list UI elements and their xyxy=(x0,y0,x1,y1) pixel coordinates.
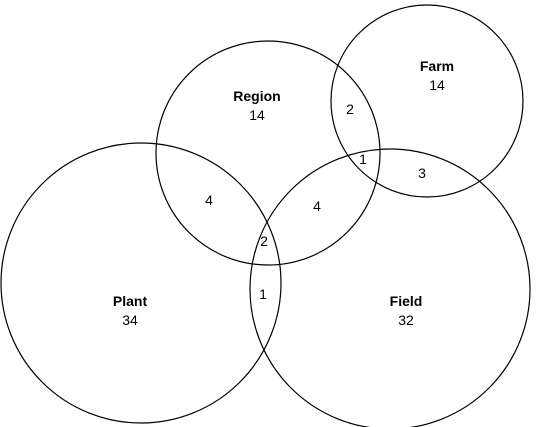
region-farm-field-count: 1 xyxy=(359,151,367,167)
farm-count: 14 xyxy=(429,77,445,93)
plant-label: Plant xyxy=(113,293,148,309)
plant-circle xyxy=(0,142,282,424)
region-plant-field-count: 2 xyxy=(260,233,268,249)
field-count: 32 xyxy=(398,312,414,328)
region-circle xyxy=(155,40,381,266)
field-label: Field xyxy=(390,293,423,309)
farm-field-count: 3 xyxy=(418,165,426,181)
region-farm-count: 2 xyxy=(346,101,354,117)
farm-circle xyxy=(330,4,524,198)
field-circle xyxy=(249,148,531,427)
region-count: 14 xyxy=(249,107,265,123)
farm-label: Farm xyxy=(420,58,454,74)
region-field-count: 4 xyxy=(313,198,321,214)
plant-field-count: 1 xyxy=(259,286,267,302)
region-label: Region xyxy=(233,88,280,104)
plant-count: 34 xyxy=(122,312,138,328)
region-plant-count: 4 xyxy=(205,192,213,208)
